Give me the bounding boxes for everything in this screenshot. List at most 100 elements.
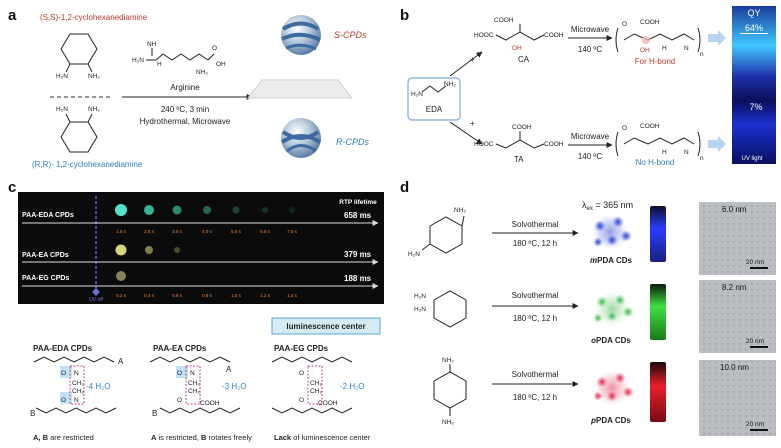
panel-a: a (S,S)-1,2-cyclohexanediamine H₂N NH₂ H… (8, 7, 369, 169)
s-cpds-label: S-CPDs (334, 30, 367, 40)
o-product: oPDA CDs (591, 336, 631, 345)
row1-label: PAA-EDA CPDs (22, 212, 74, 219)
structure-ea: PAA-EA CPDs O N CH₂ CH₂ O COOH A B -3 H₂… (149, 344, 246, 418)
panel-c: c RTP lifetime UV off PAA-EDA CPDs 658 m… (8, 179, 384, 442)
svg-text:CH₂: CH₂ (188, 380, 200, 387)
svg-text:-3 H₂O: -3 H₂O (222, 382, 246, 391)
svg-text:COOH: COOH (640, 123, 660, 130)
svg-text:COOH: COOH (318, 400, 338, 407)
svg-text:N: N (74, 370, 79, 377)
microwave-bottom: Microwave (571, 132, 610, 141)
p-size: 10.0 nm (720, 363, 749, 372)
svg-text:NH₂: NH₂ (444, 81, 456, 88)
o-cond2: 180 ºC, 12 h (513, 314, 557, 323)
svg-text:O: O (61, 397, 66, 404)
m-cond2: 180 ºC, 12 h (513, 239, 557, 248)
svg-text:NH: NH (147, 41, 157, 48)
svg-text:COOH: COOH (200, 400, 220, 407)
svg-text:NH₂: NH₂ (196, 69, 208, 76)
m-tem (699, 202, 776, 275)
rtp-label: RTP lifetime (339, 199, 377, 206)
svg-text:-2 H₂O: -2 H₂O (340, 382, 364, 391)
structure-eda-caption: A, B are restricted (33, 433, 94, 442)
p-tem (699, 360, 776, 436)
svg-text:PAA-EA CPDs: PAA-EA CPDs (153, 344, 207, 353)
p-vial (650, 362, 666, 422)
svg-text:H: H (662, 45, 667, 52)
svg-text:4.0 s: 4.0 s (202, 229, 213, 234)
rr-diamine-label: (R,R)- 1,2-cyclohexanediamine (32, 160, 143, 169)
svg-text:5.0 s: 5.0 s (231, 229, 242, 234)
r-cpds-sphere (280, 118, 322, 158)
svg-text:H₂N: H₂N (411, 91, 423, 98)
structure-eg-caption: Lack of luminescence center (274, 433, 371, 442)
svg-text:COOH: COOH (494, 17, 514, 24)
svg-text:1.2 s: 1.2 s (260, 293, 271, 298)
svg-text:COOH: COOH (544, 32, 564, 39)
glow-r2-1 (115, 244, 127, 256)
svg-text:CH₂: CH₂ (72, 380, 84, 387)
svg-text:H: H (157, 61, 162, 68)
svg-text:O: O (177, 397, 182, 404)
svg-text:OH: OH (640, 47, 650, 54)
svg-text:n: n (700, 155, 704, 162)
svg-text:COOH: COOH (544, 141, 564, 148)
m-size: 6.0 nm (722, 205, 747, 214)
svg-text:-4 H₂O: -4 H₂O (86, 382, 110, 391)
svg-text:A is restricted, B rotates fre: A is restricted, B rotates freely (151, 433, 252, 442)
svg-text:A: A (118, 357, 124, 366)
s-cpds-sphere (281, 15, 321, 55)
row1-times: 1.0 s 2.0 s 3.0 s 4.0 s 5.0 s 6.0 s 7.0 … (116, 229, 298, 234)
svg-text:1.0 s: 1.0 s (231, 293, 242, 298)
ppda-structure: NH₂ NH₂ (433, 357, 467, 426)
svg-text:N: N (684, 45, 689, 52)
temp-top: 140 ºC (578, 45, 602, 54)
svg-text:H₂N: H₂N (132, 57, 144, 64)
svg-text:CH₂: CH₂ (72, 388, 84, 395)
to-qy-arrow-bottom (708, 136, 726, 152)
row3-lifetime: 188 ms (344, 274, 372, 283)
opda-structure: H₂N H₂N (414, 290, 467, 328)
eda-structure (421, 85, 447, 93)
svg-text:O: O (622, 125, 627, 132)
structure-ea-caption: A is restricted, B rotates freely (151, 433, 252, 442)
o-scale: 20 nm (746, 338, 764, 345)
svg-text:H₂N: H₂N (414, 293, 426, 300)
svg-text:CH₂: CH₂ (310, 380, 322, 387)
svg-text:H₂N: H₂N (56, 73, 68, 80)
conditions-line-2: Hydrothermal, Microwave (140, 117, 231, 126)
rtp-photo (18, 192, 384, 304)
p-cond1: Solvothermal (512, 370, 559, 379)
svg-text:A: A (226, 365, 232, 374)
svg-text:H₂N: H₂N (414, 306, 426, 313)
svg-text:COOH: COOH (512, 124, 532, 131)
svg-text:1.0 s: 1.0 s (116, 229, 127, 234)
o-cond1: Solvothermal (512, 291, 559, 300)
svg-text:NH₂: NH₂ (454, 207, 466, 214)
eda-label: EDA (426, 105, 443, 114)
qy-photo (732, 6, 776, 164)
svg-text:0.4 s: 0.4 s (144, 293, 155, 298)
svg-text:0.2 s: 0.2 s (116, 293, 127, 298)
r-cpds-label: R-CPDs (336, 137, 369, 147)
p-scale: 20 nm (746, 421, 764, 428)
reagent-label: Arginine (170, 83, 200, 92)
row1-lifetime: 658 ms (344, 211, 372, 220)
svg-text:1.4 s: 1.4 s (287, 293, 298, 298)
svg-text:A, B are restricted: A, B are restricted (33, 433, 94, 442)
svg-text:N: N (190, 370, 195, 377)
lambda-label: λex = 365 nm (582, 200, 633, 212)
svg-text:O: O (299, 370, 304, 377)
svg-text:O: O (177, 370, 182, 377)
svg-text:B: B (30, 409, 35, 418)
row3-label: PAA-EG CPDs (22, 275, 69, 282)
ta-label: TA (514, 155, 524, 164)
plus-top: + (470, 55, 475, 64)
eda-arrow-down (449, 121, 483, 145)
panel-c-letter: c (8, 179, 16, 196)
panel-b-letter: b (400, 7, 409, 24)
ca-structure: COOH HOOC COOH OH (474, 17, 564, 52)
svg-text:OH: OH (216, 61, 226, 68)
ss-diamine-label: (S,S)-1,2-cyclohexanediamine (40, 13, 148, 22)
svg-text:7.0 s: 7.0 s (287, 229, 298, 234)
